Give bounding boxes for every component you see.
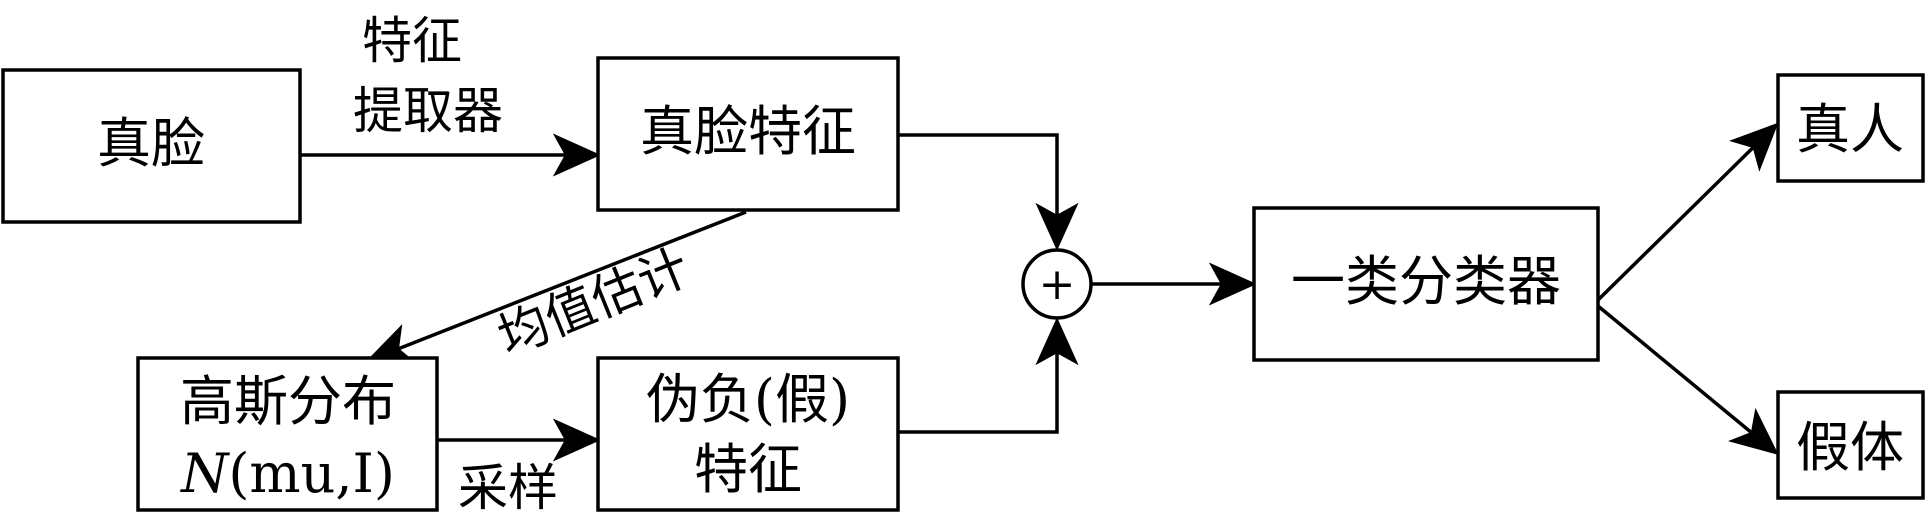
edge-classifier-to-real <box>1596 122 1779 302</box>
node-gaussian-line2: N(mu,I) <box>179 442 395 505</box>
edge-classifier-to-fake <box>1596 304 1779 456</box>
node-gaussian: 高斯分布 N(mu,I) <box>136 356 439 512</box>
node-real-face-label: 真脸 <box>97 112 205 175</box>
edge-feature-to-sum <box>898 133 1079 251</box>
node-pseudo-feature-line1: 伪负(假) <box>646 368 850 431</box>
edge-label-feature-line2: 提取器 <box>353 82 503 140</box>
node-pseudo-feature-line2: 特征 <box>694 438 802 501</box>
node-real-face-feature-label: 真脸特征 <box>640 100 856 163</box>
node-real-person-label: 真人 <box>1796 98 1904 161</box>
node-fake-body: 假体 <box>1776 390 1925 500</box>
edge-pseudo-to-sum <box>898 317 1079 434</box>
edge-label-feature-line1: 特征 <box>362 12 462 70</box>
edge-mean-estimation <box>365 210 747 365</box>
node-real-person: 真人 <box>1776 73 1925 183</box>
sum-symbol: + <box>1039 259 1076 310</box>
node-one-class-classifier: 一类分类器 <box>1252 206 1600 362</box>
node-real-face-feature: 真脸特征 <box>596 56 900 212</box>
node-one-class-classifier-label: 一类分类器 <box>1291 250 1561 313</box>
node-pseudo-feature: 伪负(假) 特征 <box>596 356 900 512</box>
node-fake-body-label: 假体 <box>1796 416 1904 479</box>
node-gaussian-line1: 高斯分布 <box>180 370 396 433</box>
node-gaussian-symbol: N <box>179 442 230 505</box>
node-gaussian-params: (mu,I) <box>228 442 395 505</box>
node-sum: + <box>1021 248 1093 320</box>
node-real-face: 真脸 <box>1 68 302 224</box>
edge-label-mean-estimation: 均值估计 <box>490 238 697 367</box>
edge-label-sampling: 采样 <box>458 459 558 517</box>
